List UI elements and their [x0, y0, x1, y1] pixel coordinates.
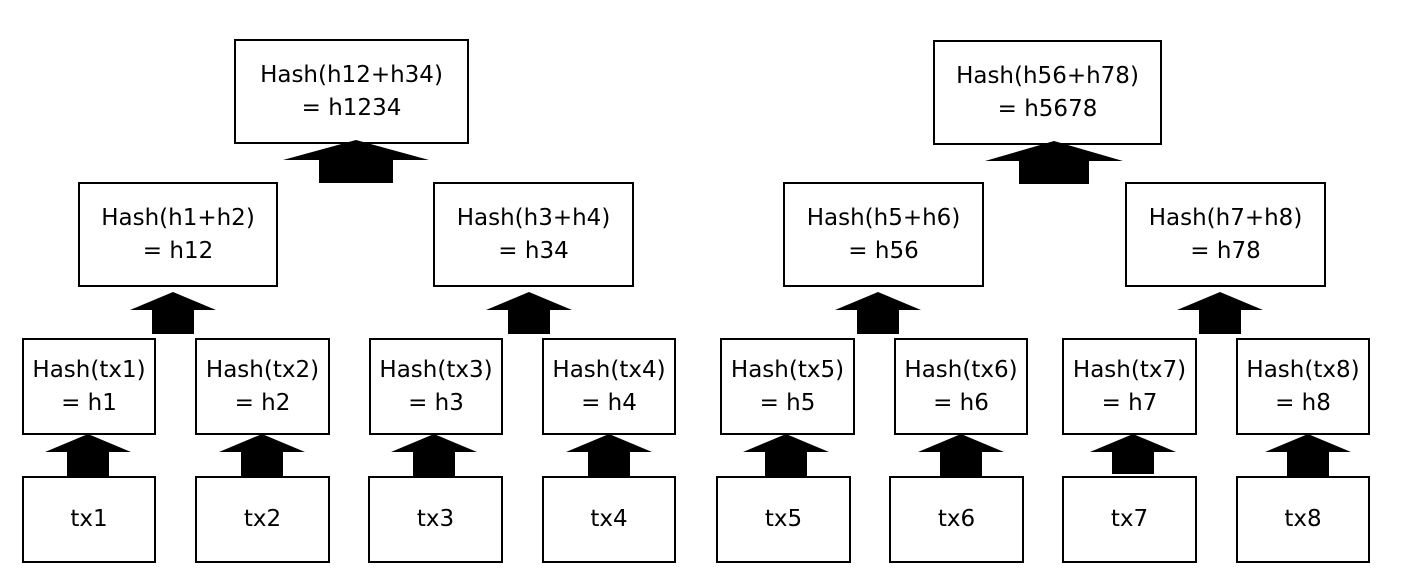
transaction-label: tx8 [1284, 506, 1322, 532]
root-node-right: Hash(h56+h78) = h5678 [933, 40, 1162, 145]
node-value: = h7 [1101, 389, 1158, 416]
node-value: = h5678 [997, 95, 1098, 122]
node-label: Hash(h3+h4) [456, 204, 611, 231]
up-arrow-icon [130, 292, 216, 334]
up-arrow-icon [1265, 434, 1351, 478]
pair-node-h34: Hash(h3+h4) = h34 [433, 182, 634, 287]
transaction-label: tx7 [1110, 506, 1149, 532]
transaction-label: tx4 [590, 506, 628, 532]
node-value: = h3 [408, 389, 464, 416]
node-label: Hash(tx7) [1072, 356, 1187, 383]
transaction-label: tx1 [70, 506, 108, 532]
transaction-node-tx4: tx4 [542, 476, 676, 563]
node-value: = h56 [848, 237, 919, 264]
up-arrow-icon [1177, 292, 1263, 334]
node-value: = h6 [933, 389, 989, 416]
node-value: = h5 [759, 389, 816, 416]
transaction-node-tx8: tx8 [1236, 476, 1370, 563]
node-value: = h12 [142, 237, 214, 264]
up-arrow-icon [283, 140, 429, 183]
up-arrow-icon [45, 434, 131, 478]
node-label: Hash(h5+h6) [806, 204, 961, 231]
node-value: = h4 [581, 389, 637, 416]
transaction-node-tx7: tx7 [1062, 476, 1197, 563]
node-value: = h78 [1190, 237, 1261, 264]
leaf-hash-node-h6: Hash(tx6) = h6 [894, 338, 1028, 435]
up-arrow-icon [1090, 434, 1176, 478]
node-label: Hash(tx2) [205, 356, 320, 383]
leaf-hash-node-h5: Hash(tx5) = h5 [720, 338, 855, 435]
pair-node-h56: Hash(h5+h6) = h56 [783, 182, 984, 287]
node-label: Hash(h1+h2) [101, 204, 255, 231]
up-arrow-icon [985, 141, 1123, 184]
transaction-label: tx6 [937, 506, 976, 532]
transaction-label: tx2 [243, 506, 282, 532]
node-label: Hash(h12+h34) [260, 61, 443, 88]
leaf-hash-node-h2: Hash(tx2) = h2 [195, 338, 330, 435]
node-value: = h34 [498, 237, 569, 264]
node-value: = h8 [1275, 389, 1331, 416]
node-label: Hash(tx1) [32, 356, 146, 383]
leaf-hash-node-h1: Hash(tx1) = h1 [22, 338, 156, 435]
up-arrow-icon [219, 434, 305, 478]
leaf-hash-node-h4: Hash(tx4) = h4 [542, 338, 676, 435]
node-label: Hash(h7+h8) [1148, 204, 1303, 231]
node-label: Hash(tx5) [730, 356, 845, 383]
leaf-hash-node-h3: Hash(tx3) = h3 [369, 338, 503, 435]
leaf-hash-node-h7: Hash(tx7) = h7 [1062, 338, 1197, 435]
node-label: Hash(h56+h78) [956, 62, 1139, 89]
node-value: = h2 [234, 389, 291, 416]
up-arrow-icon [566, 434, 652, 478]
transaction-node-tx3: tx3 [368, 476, 503, 563]
transaction-node-tx1: tx1 [22, 476, 156, 563]
up-arrow-icon [486, 292, 572, 334]
node-label: Hash(tx4) [552, 356, 666, 383]
root-node-left: Hash(h12+h34) = h1234 [234, 39, 469, 144]
transaction-node-tx6: tx6 [889, 476, 1024, 563]
up-arrow-icon [391, 434, 477, 478]
node-value: = h1 [61, 389, 117, 416]
up-arrow-icon [743, 434, 829, 478]
transaction-node-tx5: tx5 [716, 476, 851, 563]
up-arrow-icon [918, 434, 1004, 478]
node-label: Hash(tx6) [904, 356, 1018, 383]
node-label: Hash(tx8) [1246, 356, 1360, 383]
up-arrow-icon [835, 292, 921, 334]
leaf-hash-node-h8: Hash(tx8) = h8 [1236, 338, 1370, 435]
node-value: = h1234 [301, 94, 402, 121]
pair-node-h78: Hash(h7+h8) = h78 [1125, 182, 1326, 287]
node-label: Hash(tx3) [379, 356, 493, 383]
transaction-label: tx3 [416, 506, 455, 532]
transaction-node-tx2: tx2 [195, 476, 330, 563]
transaction-label: tx5 [764, 506, 803, 532]
pair-node-h12: Hash(h1+h2) = h12 [78, 182, 278, 287]
